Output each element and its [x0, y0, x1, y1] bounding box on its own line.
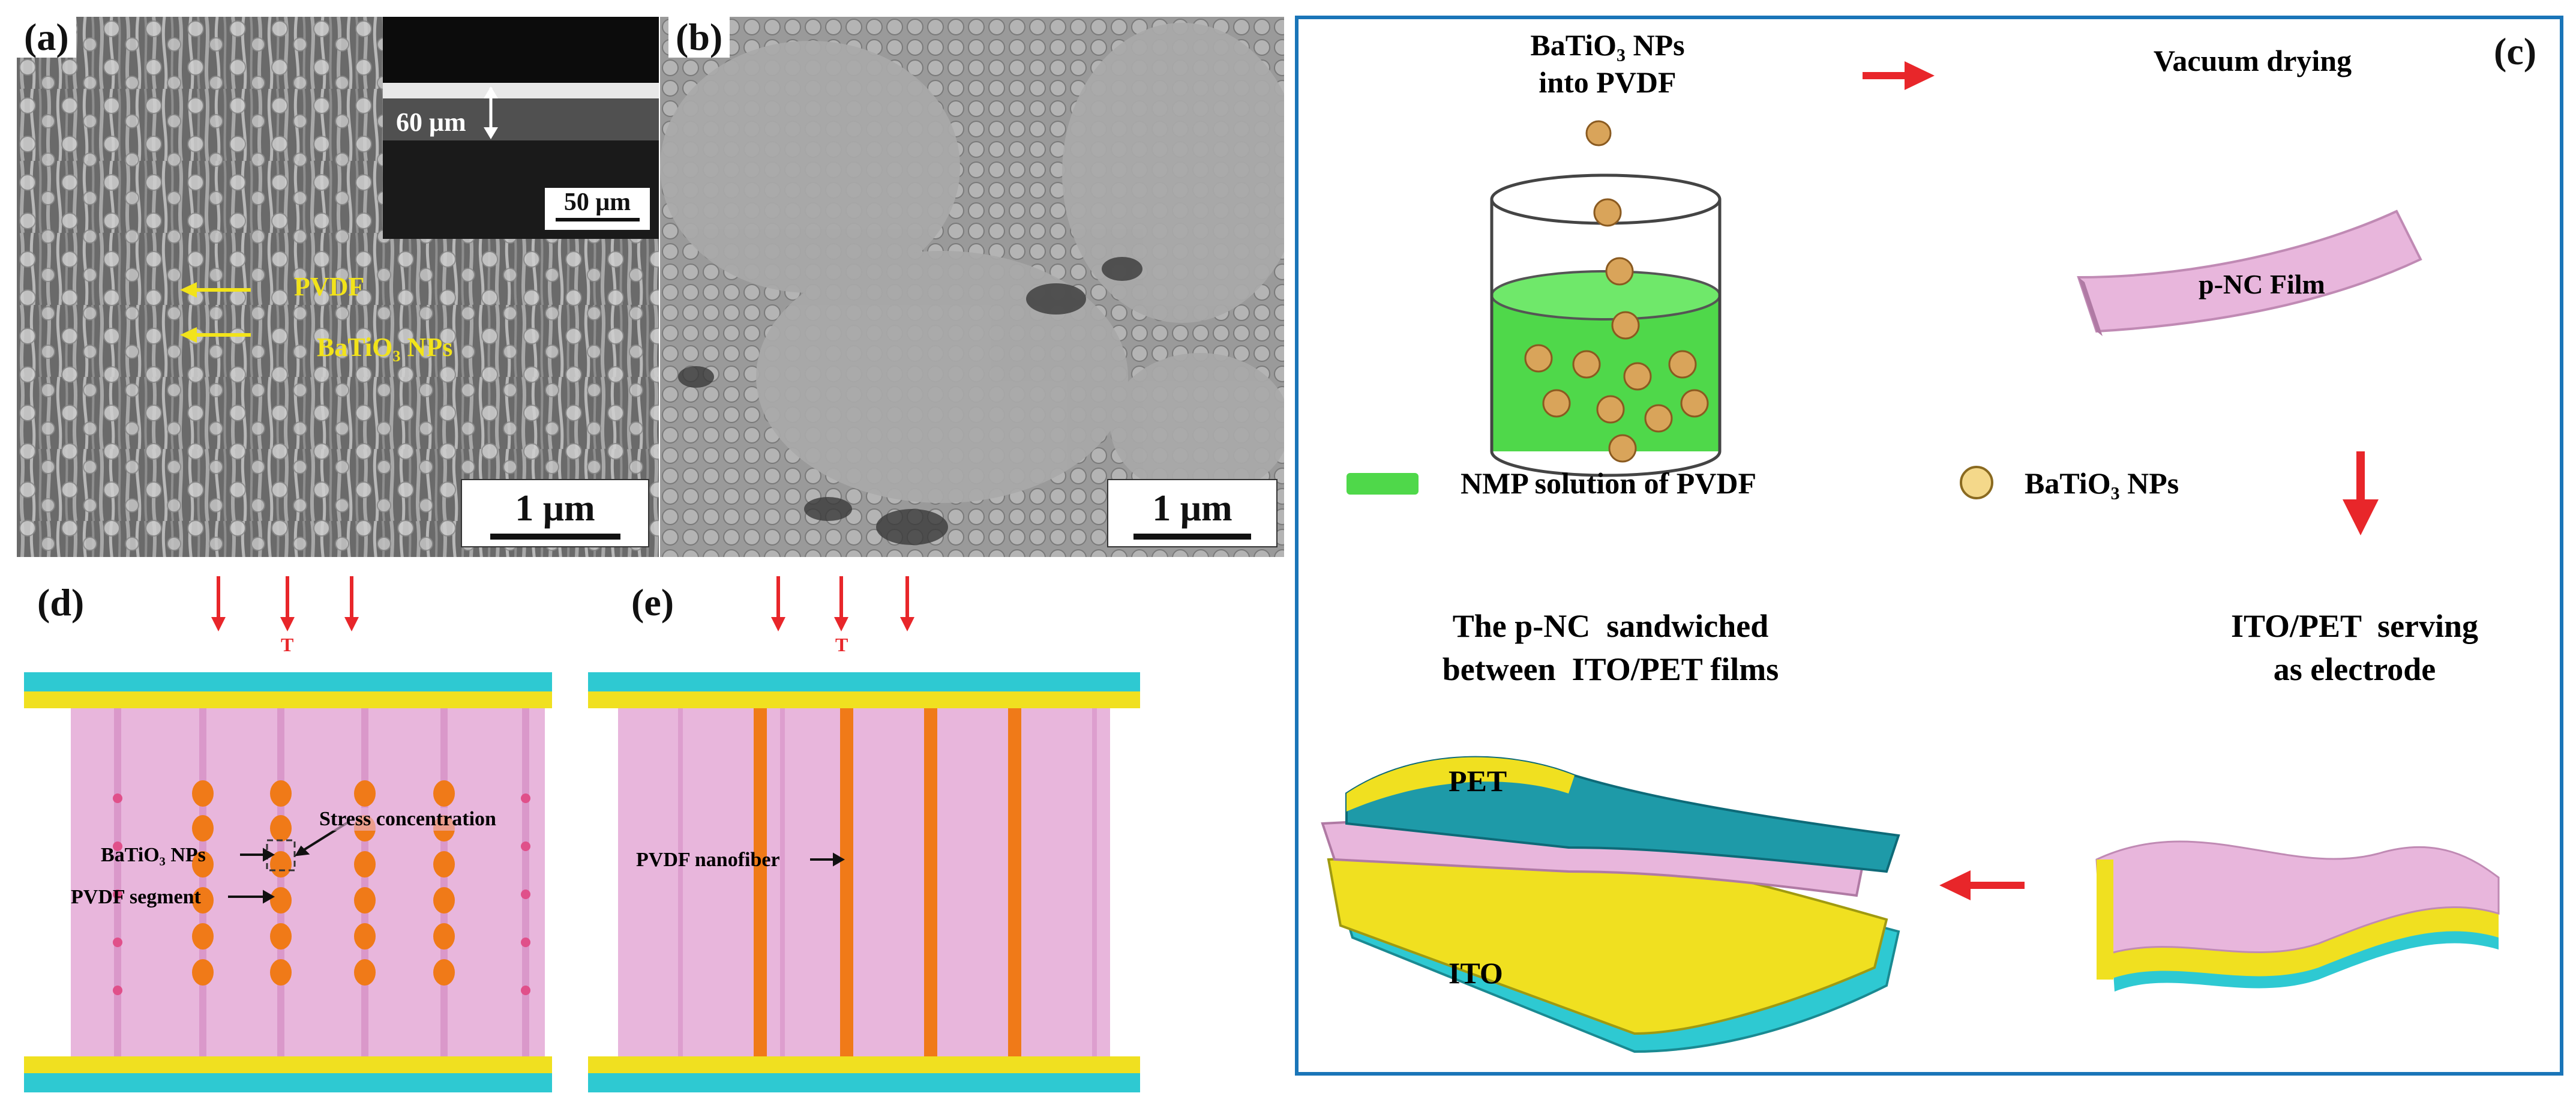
panel-b: (b) 1 μm	[660, 17, 1284, 557]
sandwich-line2: between ITO/PET films	[1442, 651, 1779, 687]
cross-section-inset	[383, 17, 659, 239]
electrode-line1: ITO/PET serving	[2230, 608, 2479, 644]
legend-solution-swatch	[1347, 473, 1419, 495]
pointer-arrow-e	[810, 852, 845, 867]
panel-e: (e) T PVDF nanofiber	[576, 570, 1176, 1110]
force-label-d: T	[281, 634, 294, 655]
electrode-film	[2095, 840, 2500, 992]
force-arrows-d	[211, 576, 359, 631]
nanofiber-model-d	[24, 576, 552, 1092]
bottom-cyan-layer	[24, 1073, 552, 1092]
beaker	[1490, 173, 1722, 477]
arrow-down	[2343, 451, 2379, 535]
film-body-d	[71, 708, 545, 1056]
scale-line-b	[1133, 534, 1251, 540]
inset-scale-bar: 50 μm	[545, 188, 650, 230]
bottom-yellow-layer-e	[588, 1056, 1140, 1073]
ito-label: ITO	[1449, 956, 1503, 990]
force-arrows-e	[771, 576, 914, 631]
nanoparticles	[1524, 120, 1709, 463]
pnc-film	[2077, 209, 2422, 336]
nanofiber-model-e	[588, 576, 1140, 1092]
film-body-e	[618, 708, 1110, 1056]
batio3-label-d: BaTiO₃ NPs	[101, 844, 206, 866]
top-yellow-layer-e	[588, 691, 1140, 708]
step1-line2: into PVDF	[1539, 65, 1677, 99]
inset-scale-line	[555, 218, 640, 221]
step1-line1: BaTiO₃ NPs	[1530, 28, 1685, 62]
panel-label-e: (e)	[624, 582, 682, 623]
nanofiber-label: PVDF nanofiber	[636, 849, 780, 871]
inset-scale-text: 50 μm	[563, 188, 631, 216]
sandwich-line1: The p-NC sandwiched	[1452, 608, 1769, 644]
scale-bar-b: 1 μm	[1107, 479, 1277, 547]
sem-image-b	[660, 17, 1284, 557]
electrode-line2: as electrode	[2273, 651, 2436, 687]
orange-fibers-e	[754, 708, 1021, 1056]
orange-particles-d	[192, 780, 455, 986]
top-yellow-layer	[24, 691, 552, 708]
scale-bar-a: 1 μm	[461, 479, 649, 547]
sandwich-stack	[1321, 756, 1900, 1053]
legend-np-swatch	[1960, 466, 1993, 499]
scale-text-a: 1 μm	[515, 488, 595, 529]
legend-np-label: BaTiO₃ NPs	[2025, 466, 2179, 500]
yellow-arrow-np	[180, 327, 251, 343]
small-dots-d	[113, 793, 530, 995]
arrow-left	[1939, 870, 2025, 900]
arrow-right	[1863, 61, 1935, 90]
film-label: p-NC Film	[2199, 269, 2325, 300]
panel-label-c: (c)	[2487, 31, 2544, 72]
bottom-yellow-layer	[24, 1056, 552, 1073]
panel-label-d: (d)	[30, 582, 92, 623]
stress-label: Stress concentration	[319, 808, 496, 831]
panel-c: (c) BaTiO₃ NPs into PVDF Vacuum drying p…	[1295, 16, 2563, 1076]
panel-label-b: (b)	[668, 17, 730, 58]
sem-image-a	[17, 17, 659, 557]
top-cyan-layer	[24, 672, 552, 691]
step2-label: Vacuum drying	[2153, 44, 2352, 77]
batio3-label-a: BaTiO₃ NPs	[317, 333, 453, 362]
scale-text-b: 1 μm	[1152, 488, 1232, 529]
segment-label: PVDF segment	[71, 886, 201, 908]
pet-label: PET	[1449, 764, 1507, 798]
dark-pores	[678, 257, 1142, 545]
panel-a: (a) 60 μm 50 μm PVDF BaTiO₃ NPs 1 μm	[17, 17, 659, 557]
force-label-e: T	[835, 634, 848, 655]
panel-label-a: (a)	[17, 17, 76, 58]
yellow-arrow-pvdf	[180, 282, 251, 298]
panel-d: (d) T Stress concentration BaTiO₃ NPs PV…	[0, 570, 576, 1110]
smooth-regions	[660, 23, 1284, 503]
scale-line-a	[490, 534, 620, 540]
inset-thickness-label: 60 μm	[396, 107, 466, 137]
top-cyan-layer-e	[588, 672, 1140, 691]
bottom-cyan-layer-e	[588, 1073, 1140, 1092]
legend-solution-label: NMP solution of PVDF	[1461, 466, 1757, 500]
pvdf-label: PVDF	[294, 272, 365, 301]
process-diagram	[1321, 61, 2500, 1053]
